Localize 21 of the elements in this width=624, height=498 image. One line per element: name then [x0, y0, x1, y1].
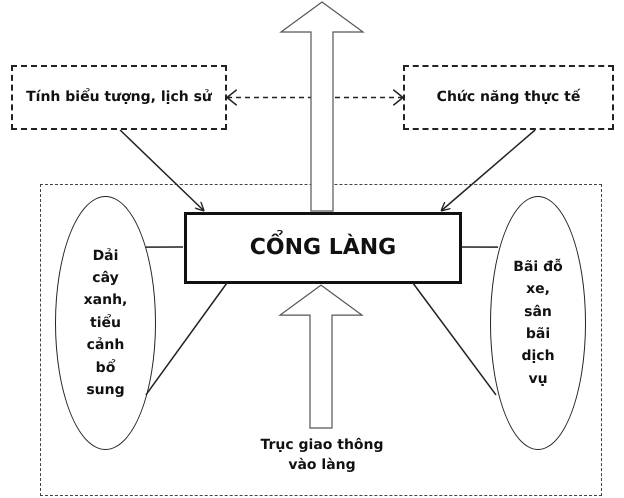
dashed-frame: [40, 184, 602, 496]
label-text: Tính biểu tượng, lịch sử: [26, 87, 212, 108]
connector-line: [145, 282, 228, 396]
arrow: [120, 129, 205, 212]
connector-line: [146, 246, 183, 248]
arrow: [440, 129, 536, 212]
label-text: Trục giao thông vào làng: [259, 436, 385, 475]
title-box: [184, 212, 462, 284]
block-arrow: [278, 284, 364, 429]
ellipse-area: [55, 196, 156, 450]
label-text: Bãi đỗ xe, sân bãi dịch vụ: [513, 258, 563, 389]
concept-box: [11, 65, 227, 130]
block-arrow: [279, 1, 365, 212]
concept-box: [403, 65, 614, 130]
ellipse-area: [490, 196, 586, 450]
title-text: CỔNG LÀNG: [250, 232, 396, 264]
arrow: [226, 88, 404, 106]
label-text: Chức năng thực tế: [436, 88, 580, 108]
connector-line: [412, 282, 497, 396]
label-text: Dải cây xanh, tiểu cảnh bổ sung: [82, 246, 128, 400]
connector-line: [461, 246, 498, 248]
